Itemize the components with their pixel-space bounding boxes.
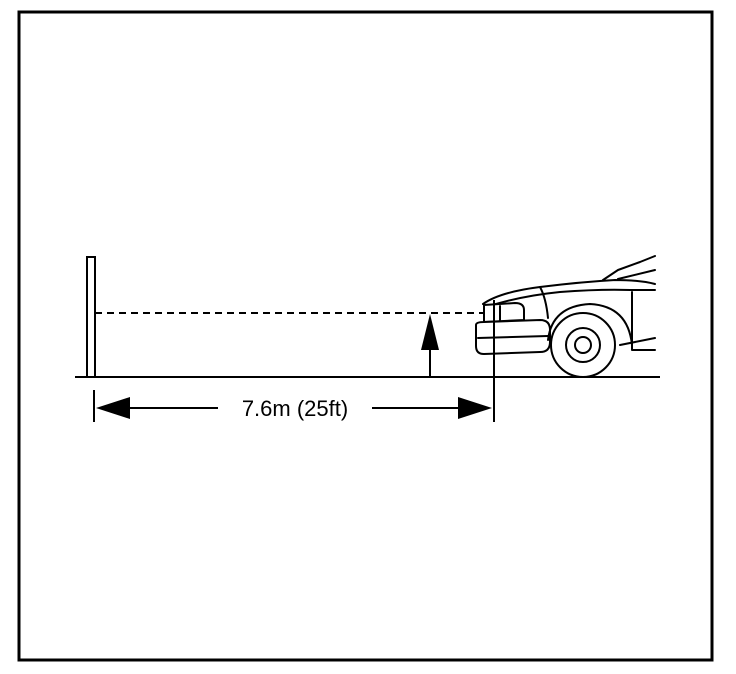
figure-border (17, 10, 714, 662)
distance-label: 7.6m (25ft) (242, 396, 348, 421)
right-arrowhead-icon (458, 397, 492, 419)
distance-dimension-arrow (96, 397, 492, 419)
left-arrowhead-icon (96, 397, 130, 419)
height-arrow (421, 314, 439, 377)
aiming-screen-post (86, 256, 96, 378)
car-front (475, 255, 656, 378)
